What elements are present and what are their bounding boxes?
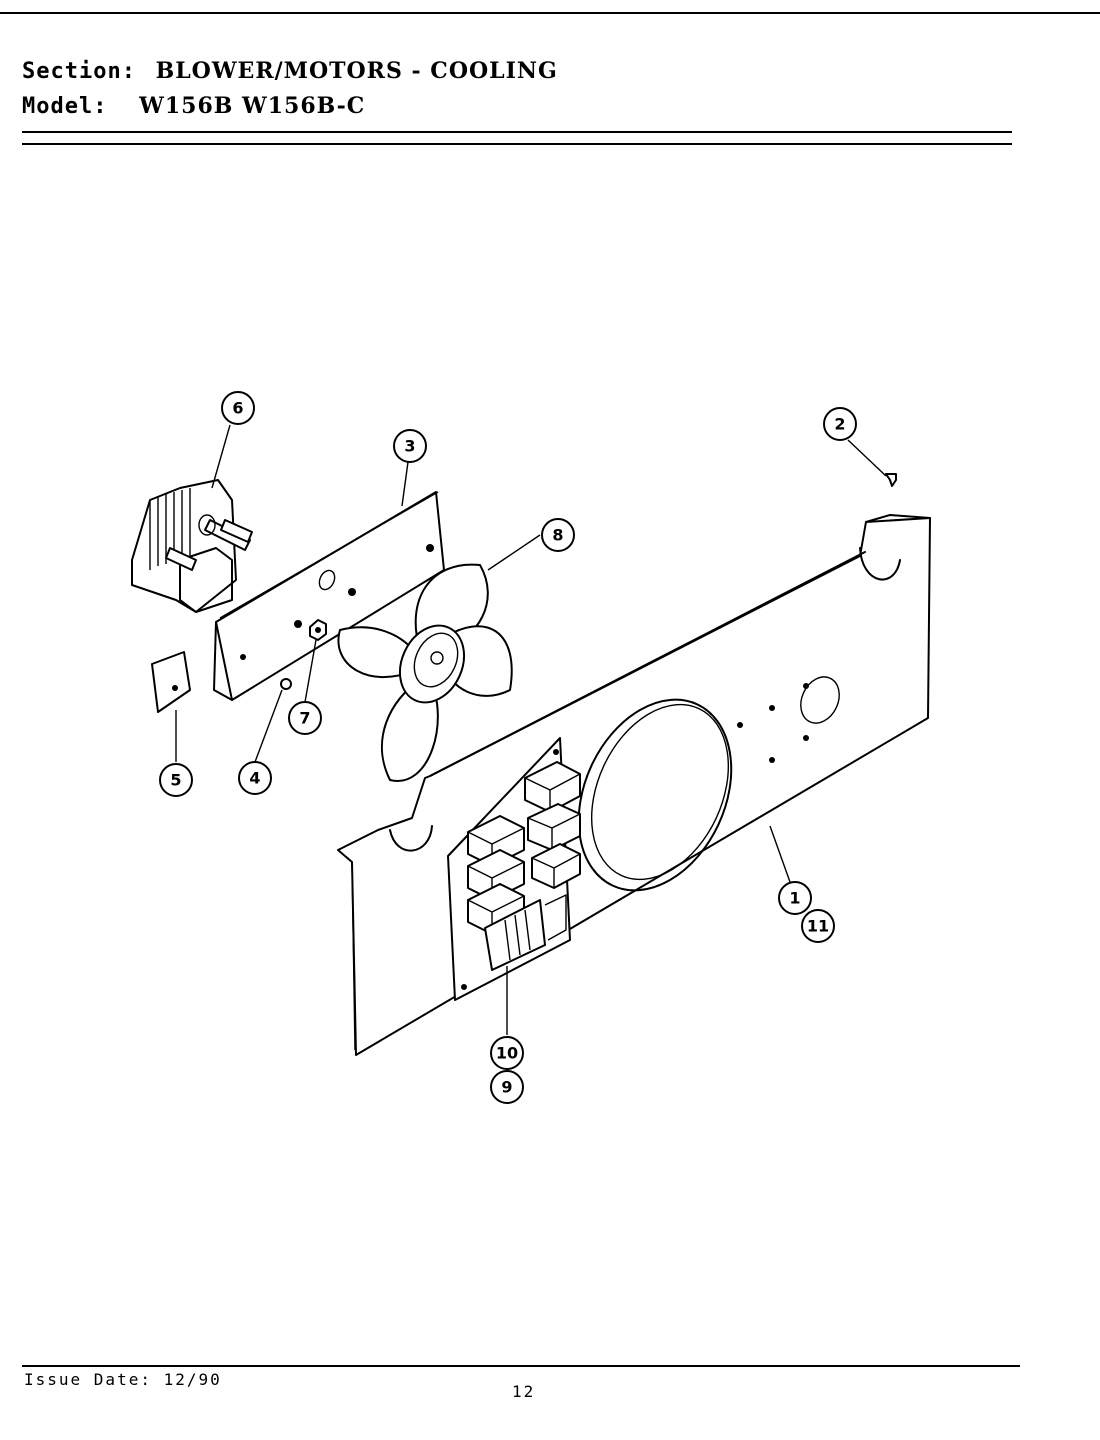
svg-text:2: 2 <box>834 415 845 434</box>
callout-10: 10 <box>490 1036 524 1070</box>
footer-rule <box>22 1365 1020 1367</box>
header-rule-1 <box>22 131 1012 133</box>
relay-board <box>447 737 581 1001</box>
model-header: Model: W156B W156B-C <box>22 93 365 119</box>
svg-text:9: 9 <box>501 1078 512 1097</box>
mounting-clip <box>151 651 191 713</box>
callout-7: 7 <box>288 701 322 735</box>
top-rule <box>0 12 1100 14</box>
page-number: 12 <box>512 1382 536 1401</box>
svg-text:5: 5 <box>170 771 181 790</box>
issue-date: Issue Date: 12/90 <box>24 1370 222 1389</box>
model-numbers: W156B W156B-C <box>139 93 366 119</box>
section-label: Section: <box>22 59 136 84</box>
fan-blade <box>337 563 513 782</box>
svg-text:10: 10 <box>496 1044 518 1063</box>
callout-9: 9 <box>490 1070 524 1104</box>
callout-2: 2 <box>823 407 857 441</box>
svg-text:1: 1 <box>789 889 800 908</box>
svg-text:4: 4 <box>249 769 260 788</box>
callout-4: 4 <box>238 761 272 795</box>
screw <box>280 678 292 690</box>
svg-text:11: 11 <box>807 917 829 936</box>
callout-11: 11 <box>801 909 835 943</box>
leader-lines <box>175 424 887 1035</box>
header-rule-2 <box>22 143 1012 145</box>
callout-5: 5 <box>159 763 193 797</box>
section-header: Section: BLOWER/MOTORS - COOLING <box>22 58 558 84</box>
fan-motor <box>131 479 253 613</box>
callout-1: 1 <box>778 881 812 915</box>
callout-8: 8 <box>541 518 575 552</box>
callout-6: 6 <box>221 391 255 425</box>
model-label: Model: <box>22 94 108 119</box>
section-title: BLOWER/MOTORS - COOLING <box>155 58 558 84</box>
svg-text:6: 6 <box>232 399 243 418</box>
svg-text:8: 8 <box>552 526 563 545</box>
panel-screw <box>885 473 897 487</box>
svg-text:7: 7 <box>299 709 310 728</box>
svg-text:3: 3 <box>404 437 415 456</box>
callout-3: 3 <box>393 429 427 463</box>
